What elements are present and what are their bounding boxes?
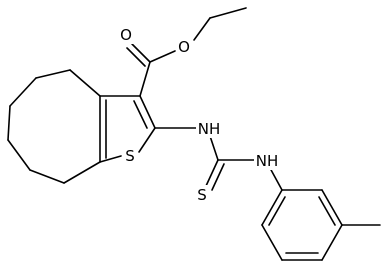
- bond-oester-ch2: [193, 17, 211, 41]
- carbonyl-oxygen-atom: O: [118, 24, 134, 44]
- bond-ch2-ch3: [209, 7, 247, 19]
- bond-aryl-inner-1: [268, 196, 286, 226]
- bond-c3-c2: [139, 95, 156, 129]
- bond-c3-c2-double: [133, 100, 148, 129]
- bond-c9-c9a: [63, 161, 101, 184]
- bond-aryl-5-6: [321, 189, 343, 226]
- thione-sulfur-atom: S: [194, 185, 210, 205]
- ester-oxygen-atom: O: [176, 37, 192, 57]
- ring-sulfur-label: S: [125, 147, 135, 165]
- bond-c4-c5: [35, 69, 71, 79]
- bond-carbonyl-double-1: [131, 43, 151, 63]
- amine-1-atom: NH: [196, 119, 222, 138]
- amine-2-label: NH: [256, 152, 279, 170]
- atom-labels: O O S NH NH S: [118, 24, 280, 205]
- bond-aryl-1-2: [261, 189, 283, 226]
- bond-nh2-aryl: [269, 167, 283, 191]
- ring-sulfur-atom: S: [122, 145, 138, 165]
- amine-1-label: NH: [198, 120, 221, 138]
- bond-c3-ccarbonyl: [139, 61, 151, 97]
- bond-s1-c9a: [99, 155, 122, 163]
- bond-c6-c7: [7, 105, 11, 141]
- bond-aryl-inner-3: [318, 196, 336, 226]
- bond-c5-c6: [9, 77, 37, 107]
- bond-aryl-4-5: [321, 224, 343, 261]
- bond-carbonyl-double-2: [126, 47, 146, 67]
- bond-lines: [7, 7, 381, 261]
- ester-oxygen-label: O: [178, 38, 190, 56]
- carbonyl-oxygen-label: O: [120, 26, 132, 44]
- bond-cthio-s-1: [205, 159, 219, 187]
- bond-cthio-s-2: [211, 163, 225, 191]
- amine-2-atom: NH: [254, 151, 280, 170]
- bond-ccarbonyl-oester: [149, 50, 176, 63]
- bond-c3a-c4: [69, 69, 101, 97]
- bond-c7-c8: [7, 139, 31, 171]
- thione-sulfur-label: S: [197, 186, 207, 204]
- bond-nh1-cthio: [209, 135, 219, 161]
- bond-aryl-2-3: [261, 224, 283, 261]
- bond-c2-s1: [138, 127, 156, 153]
- bond-c8-c9: [29, 169, 65, 184]
